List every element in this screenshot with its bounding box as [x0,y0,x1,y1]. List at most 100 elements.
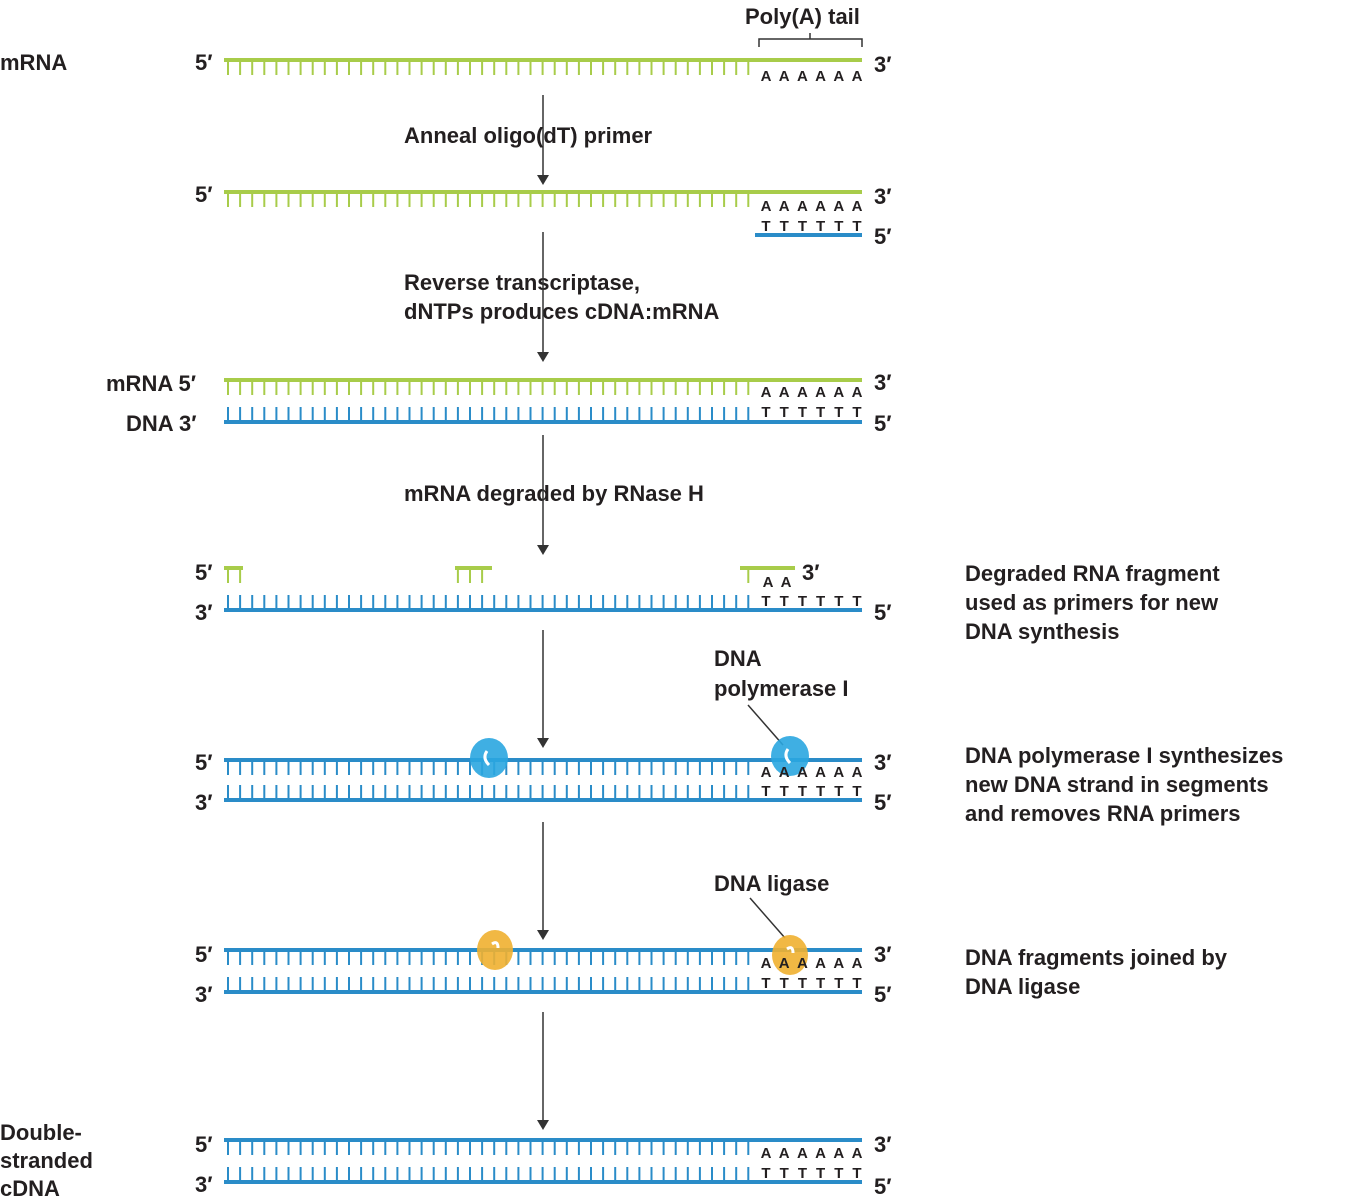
poly-a-label: Poly(A) tail [745,4,860,29]
oligo-dt-base: T [780,218,789,235]
ligase-label: DNA ligase [714,871,829,896]
five-prime-label: 5′ [195,182,213,207]
step-2-label-line2: dNTPs produces cDNA:mRNA [404,299,719,324]
poly-t-base: T [761,404,770,421]
poly-a-base: A [779,198,790,215]
five-prime-label: 5′ [195,1132,213,1157]
note-2-line2: new DNA strand in segments [965,772,1269,797]
oligo-dt-base: T [761,218,770,235]
poly-t-base: T [798,1165,807,1182]
five-prime-label: 5′ [195,942,213,967]
poly-t-base: T [834,593,843,610]
polymerase-highlight [784,748,792,765]
poly-a-base: A [852,198,863,215]
dna-ligase-enzyme [772,935,808,975]
polymerase-label-line2: polymerase I [714,676,849,701]
arrowhead-icon [537,930,549,940]
poly-a-base: A [797,955,808,972]
poly-t-base: T [761,1165,770,1182]
poly-t-base: T [816,1165,825,1182]
poly-t-base: T [798,975,807,992]
poly-a-base: A [815,1145,826,1162]
poly-t-base: T [780,783,789,800]
poly-a-base: A [797,384,808,401]
poly-t-base: T [780,975,789,992]
oligo-dt-base: T [852,218,861,235]
poly-a-base: A [833,198,844,215]
poly-t-base: T [852,783,861,800]
three-prime-label: 3′ [874,750,892,775]
poly-t-base: T [816,783,825,800]
mrna-label: mRNA [0,50,67,75]
poly-a-base: A [797,68,808,85]
poly-t-base: T [798,783,807,800]
mrna-5-label: mRNA 5′ [106,371,196,396]
poly-a-base: A [815,384,826,401]
oligo-dt-base: T [834,218,843,235]
poly-a-bracket [758,33,863,47]
poly-a-base: A [815,198,826,215]
poly-t-base: T [816,975,825,992]
three-prime-label: 3′ [874,52,892,77]
five-prime-label: 5′ [874,790,892,815]
oligo-dt-base: T [798,218,807,235]
three-prime-label: 3′ [195,1172,213,1197]
three-prime-label: 3′ [874,184,892,209]
poly-a-base: A [852,68,863,85]
polymerase-highlight [483,750,491,767]
poly-a-base: A [833,955,844,972]
poly-t-base: T [798,593,807,610]
ligase-highlight [491,941,500,949]
ligase-pointer [749,897,786,939]
ligase-highlight [786,946,795,954]
poly-a-base: A [833,764,844,781]
poly-a-base: A [779,1145,790,1162]
poly-a-base: A [761,384,772,401]
poly-t-base: T [852,975,861,992]
note-2-line3: and removes RNA primers [965,801,1241,826]
five-prime-label: 5′ [874,1174,892,1199]
five-prime-label: 5′ [874,982,892,1007]
arrowhead-icon [537,545,549,555]
poly-t-base: T [761,593,770,610]
poly-a-base: A [779,955,790,972]
arrowhead-icon [537,175,549,185]
poly-a-base: A [781,574,792,591]
poly-a-base: A [852,1145,863,1162]
five-prime-label: 5′ [874,411,892,436]
poly-a-base: A [761,1145,772,1162]
poly-t-base: T [798,404,807,421]
poly-a-base: A [815,955,826,972]
poly-t-base: T [761,975,770,992]
poly-a-base: A [815,764,826,781]
arrowhead-icon [537,352,549,362]
poly-t-base: T [780,1165,789,1182]
ds-label-line1: Double- [0,1120,82,1145]
five-prime-label: 5′ [195,560,213,585]
step-1-label: Anneal oligo(dT) primer [404,123,653,148]
poly-a-base: A [833,1145,844,1162]
note-1-line2: used as primers for new [965,590,1219,615]
three-prime-label: 3′ [874,1132,892,1157]
poly-a-base: A [779,68,790,85]
step-2-label-line1: Reverse transcriptase, [404,270,640,295]
arrowhead-icon [537,1120,549,1130]
three-prime-label: 3′ [802,560,820,585]
poly-a-base: A [797,764,808,781]
poly-a-base: A [852,955,863,972]
poly-t-base: T [834,975,843,992]
ds-label-line3: cDNA [0,1176,60,1200]
poly-t-base: T [816,593,825,610]
three-prime-label: 3′ [874,942,892,967]
oligo-dt-base: T [816,218,825,235]
dna-3-label: DNA 3′ [126,411,196,436]
step-3-label: mRNA degraded by RNase H [404,481,704,506]
note-3-line2: DNA ligase [965,974,1080,999]
poly-a-base: A [761,764,772,781]
poly-t-base: T [852,404,861,421]
poly-a-base: A [761,955,772,972]
five-prime-label: 5′ [195,750,213,775]
poly-t-base: T [834,404,843,421]
poly-t-base: T [816,404,825,421]
